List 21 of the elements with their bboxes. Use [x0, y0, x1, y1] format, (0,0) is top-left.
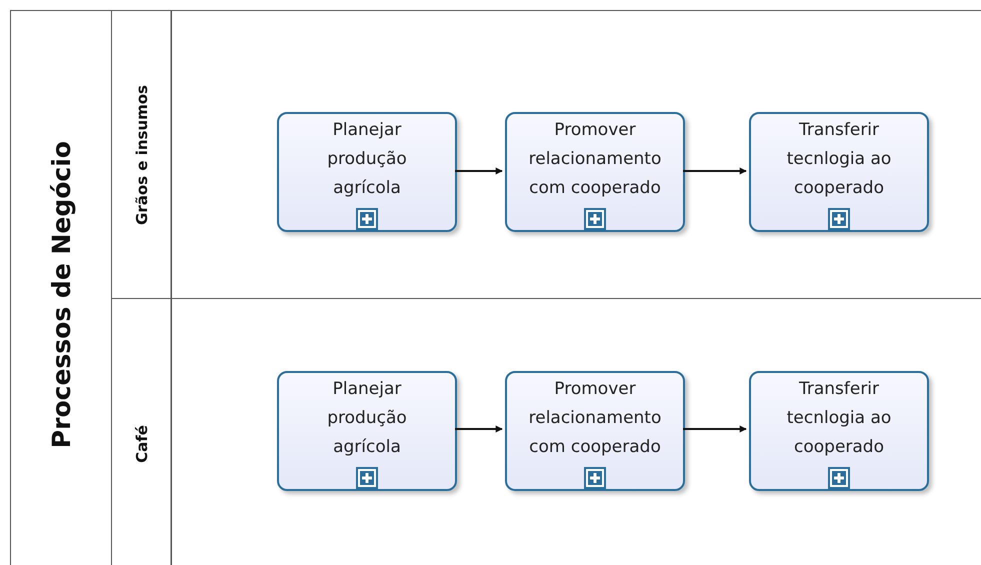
arrow [683, 426, 747, 432]
task-label: Transferir tecnlogia ao cooperado [786, 119, 892, 200]
task-label: Promover relacionamento com cooperado [528, 119, 662, 200]
task-label: Promover relacionamento com cooperado [528, 378, 662, 459]
subprocess-box [505, 371, 685, 491]
subprocess-box [749, 112, 929, 232]
task-label: Transferir tecnlogia ao cooperado [786, 378, 892, 459]
subprocess-box [749, 371, 929, 491]
lane-title: Grãos e insumos [133, 84, 151, 224]
arrow [455, 426, 503, 432]
subprocess-box [505, 112, 685, 232]
pool-title: Processos de Negócio [46, 141, 76, 449]
task-label: Planejar produção agrícola [326, 378, 408, 459]
lane-title: Café [133, 424, 151, 462]
subprocess-box [277, 371, 457, 491]
arrow [455, 168, 503, 174]
task-label: Planejar produção agrícola [326, 119, 408, 200]
swimlane [111, 298, 981, 565]
pool [10, 10, 981, 565]
subprocess-box [277, 112, 457, 232]
arrow [683, 168, 747, 174]
